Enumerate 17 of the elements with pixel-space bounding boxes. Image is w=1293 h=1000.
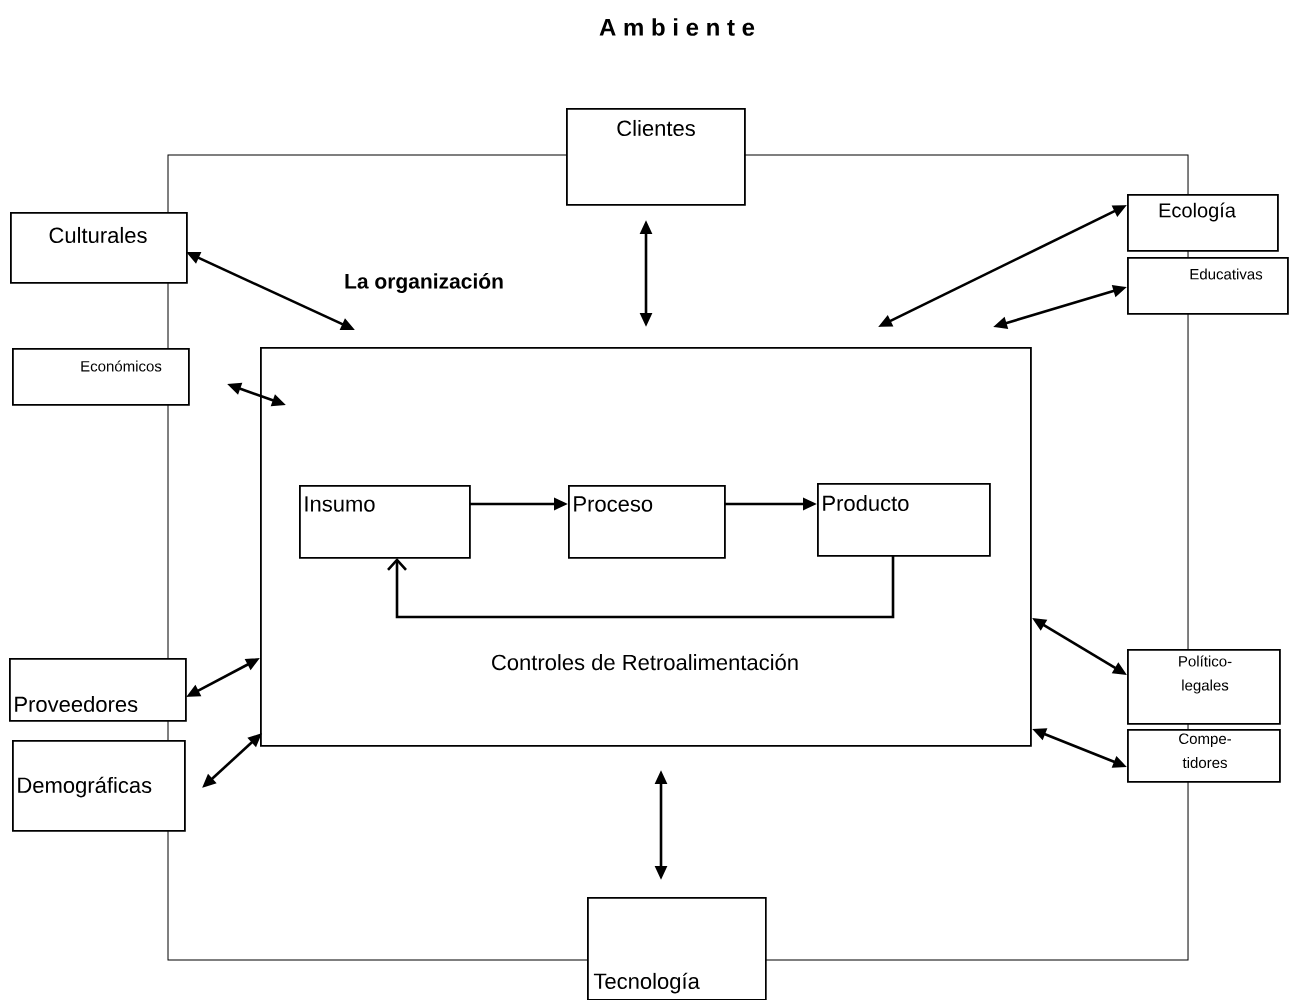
box: Demográficas	[12, 740, 186, 832]
arrow	[387, 556, 895, 619]
box: Educativas	[1127, 257, 1289, 315]
box: Económicos	[12, 348, 190, 406]
edge-label: Controles de Retroalimentación	[488, 651, 802, 673]
box: Insumo	[299, 485, 471, 559]
box: Compe-tidores	[1127, 729, 1281, 783]
box: Producto	[817, 483, 991, 557]
box: Culturales	[10, 212, 188, 284]
box: Proveedores	[9, 658, 187, 722]
box: Ecología	[1127, 194, 1279, 252]
title: A m b i e n t e	[599, 18, 755, 36]
box: Proceso	[568, 485, 726, 559]
box: Tecnología	[587, 897, 767, 1000]
box: Clientes	[566, 108, 746, 206]
box: Político-legales	[1127, 649, 1281, 725]
node-label: La organización	[345, 273, 503, 293]
